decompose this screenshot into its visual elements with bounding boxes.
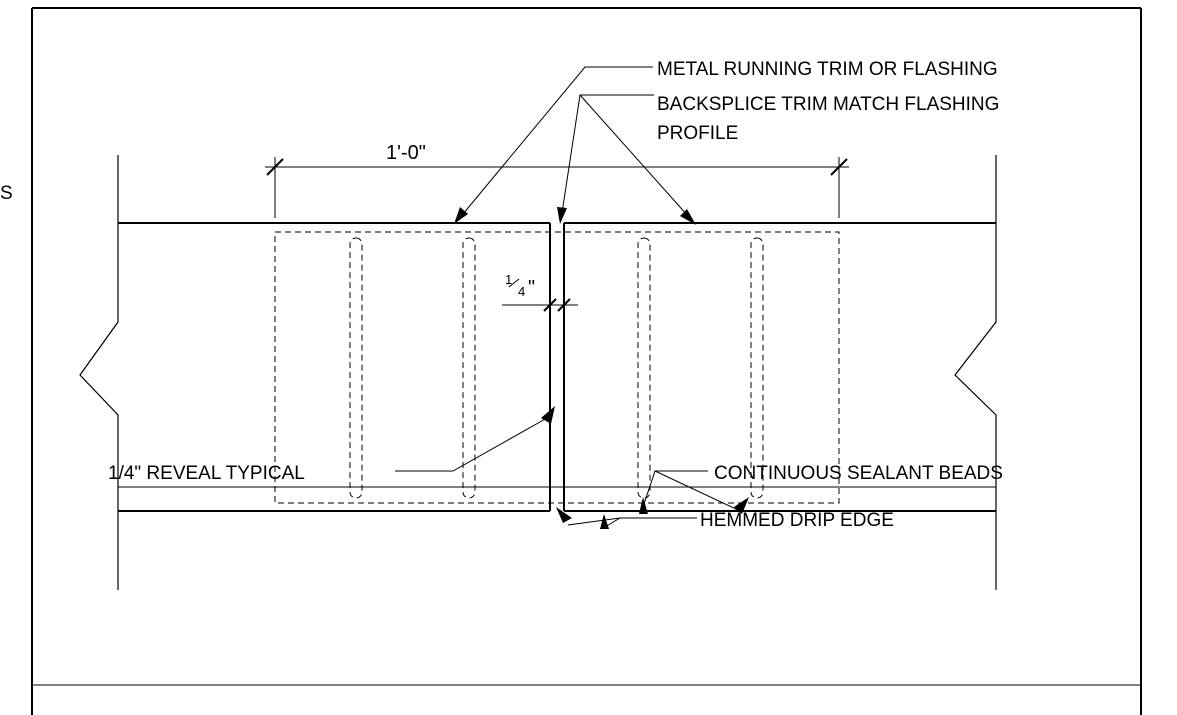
sheet-frame — [31, 7, 1142, 715]
gap-fraction-unit: " — [528, 277, 535, 299]
backsplice-dashed — [274, 231, 840, 504]
trim-flashing — [118, 222, 996, 512]
arrowhead-drip-1 — [556, 507, 572, 523]
label-backsplice-line1: BACKSPLICE TRIM MATCH FLASHING — [657, 94, 999, 115]
arrowhead-reveal — [541, 406, 555, 424]
gap-fraction-denominator: 4 — [518, 284, 525, 299]
dimension-1ft — [265, 157, 849, 218]
gap-dimension — [502, 278, 578, 312]
label-backsplice-line2: PROFILE — [657, 123, 738, 144]
dimension-text: 1'-0" — [386, 142, 426, 164]
arrowhead-sealant-left — [639, 497, 648, 514]
wall-break-lines — [79, 155, 997, 590]
gap-fraction-numerator: 1 — [505, 272, 512, 287]
arrowhead-backsplice-right — [680, 209, 696, 225]
label-metal-trim: METAL RUNNING TRIM OR FLASHING — [657, 59, 998, 80]
arrowhead-drip-2 — [600, 514, 609, 529]
arrowhead-sealant-right — [734, 497, 749, 514]
label-reveal: 1/4" REVEAL TYPICAL — [108, 463, 305, 484]
leaders — [395, 66, 749, 529]
arrowhead-metal-trim — [454, 207, 468, 224]
arrowhead-backsplice-left — [557, 207, 567, 224]
label-sealant: CONTINUOUS SEALANT BEADS — [714, 463, 1003, 484]
label-drip-edge: HEMMED DRIP EDGE — [700, 510, 894, 531]
edge-fragment-text: S — [0, 183, 13, 204]
